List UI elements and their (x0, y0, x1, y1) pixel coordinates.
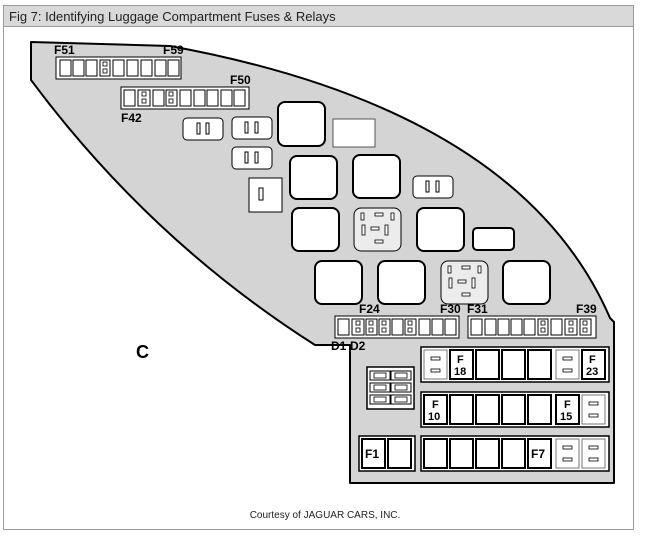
label-d1: D1 (331, 339, 347, 353)
fuse-f15-letter: F (564, 399, 571, 411)
relay-slot-empty (332, 118, 376, 148)
maxi-fuse-row-2 (420, 391, 610, 428)
relay-large-8 (502, 260, 551, 305)
relay-large-5 (416, 207, 465, 252)
maxi-fuse-row-1 (420, 346, 610, 383)
figure-frame (3, 26, 634, 530)
relay-small-1 (182, 117, 224, 141)
figure-credit: Courtesy of JAGUAR CARS, INC. (249, 510, 401, 521)
relay-large-6 (314, 260, 363, 305)
fuse-f10-number: 10 (428, 411, 440, 423)
relay-small-3 (231, 146, 273, 170)
label-d2: D2 (350, 339, 366, 353)
maxi-fuse-row-3-right (420, 435, 610, 472)
fuse-strip-f24-f30 (334, 315, 460, 339)
label-f51: F51 (54, 43, 75, 57)
fuse-strip-f51-f59 (55, 56, 182, 80)
label-f24: F24 (359, 302, 380, 316)
fuse-strip-f42-f50 (120, 86, 250, 110)
fuse-f23-number: 23 (586, 366, 598, 378)
relay-large-1 (277, 101, 326, 147)
fuse-f10-letter: F (432, 399, 439, 411)
label-f50: F50 (230, 73, 251, 87)
relay-multipin-2 (440, 260, 489, 305)
diode-block (366, 366, 415, 410)
fuse-f18-number: 18 (454, 366, 466, 378)
relay-vertical (248, 177, 283, 213)
label-f42: F42 (121, 111, 142, 125)
relay-large-7 (377, 260, 426, 305)
maxi-fuse-row-3-left (358, 435, 416, 472)
fuse-f15-number: 15 (560, 411, 572, 423)
label-f31: F31 (467, 302, 488, 316)
relay-large-3 (352, 154, 401, 199)
label-f39: F39 (576, 302, 597, 316)
label-f59: F59 (163, 43, 184, 57)
fuse-f7-label: F7 (531, 447, 545, 461)
relay-small-4 (412, 175, 454, 199)
fuse-f23-letter: F (589, 354, 596, 366)
relay-large-2 (289, 155, 338, 200)
relay-small-rect (472, 227, 515, 251)
figure-title-bar: Fig 7: Identifying Luggage Compartment F… (3, 5, 634, 27)
figure-title: Fig 7: Identifying Luggage Compartment F… (9, 9, 336, 24)
relay-multipin-1 (353, 207, 402, 252)
relay-large-4 (291, 207, 340, 252)
relay-small-2 (231, 116, 273, 140)
fuse-strip-f31-f39 (467, 315, 597, 339)
label-f30: F30 (440, 302, 461, 316)
fuse-f1-label: F1 (365, 447, 379, 461)
fuse-f18-letter: F (457, 354, 464, 366)
label-c: C (136, 342, 149, 362)
